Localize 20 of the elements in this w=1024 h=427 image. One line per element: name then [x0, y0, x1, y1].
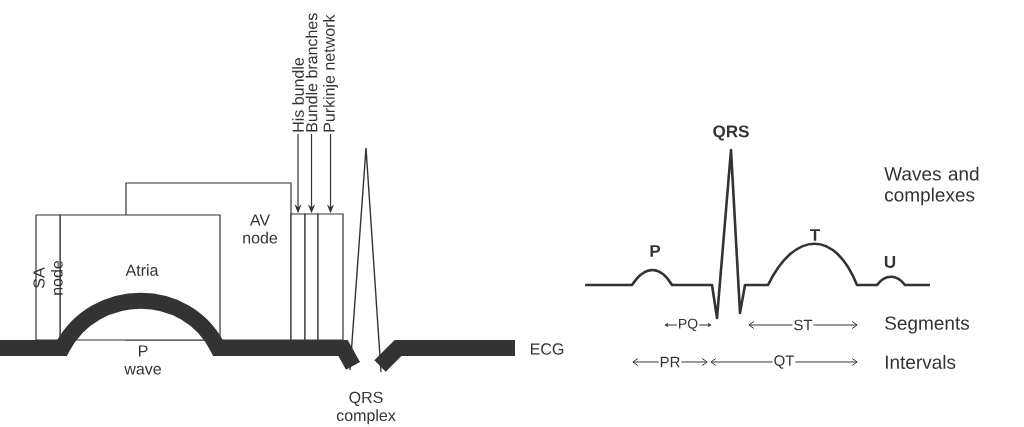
wave-label: T	[810, 229, 820, 241]
conduction-strip	[317, 213, 344, 341]
rotated-label: Purkinje network	[323, 14, 338, 132]
segment-label: PQ	[676, 317, 700, 333]
interval-label: PR	[658, 355, 682, 369]
rotated-label: Bundle branches	[305, 13, 318, 132]
rotated-label: His bundle	[292, 57, 304, 132]
row-label: Waves and complexes	[884, 166, 979, 206]
segment-label: ST	[792, 318, 814, 332]
interval-label: QT	[772, 354, 796, 370]
wave-label: P	[650, 245, 661, 257]
wave-label: QRS complex	[336, 391, 396, 425]
wave-label: U	[884, 256, 896, 268]
sa-node-box: SA node	[33, 214, 63, 341]
conduction-strip	[290, 213, 306, 341]
trace-label: ECG	[531, 343, 564, 355]
row-label: Intervals	[885, 355, 956, 369]
row-label: Segments	[885, 316, 970, 334]
wave-label: QRS	[713, 125, 749, 141]
wave-label: P wave	[124, 345, 161, 375]
